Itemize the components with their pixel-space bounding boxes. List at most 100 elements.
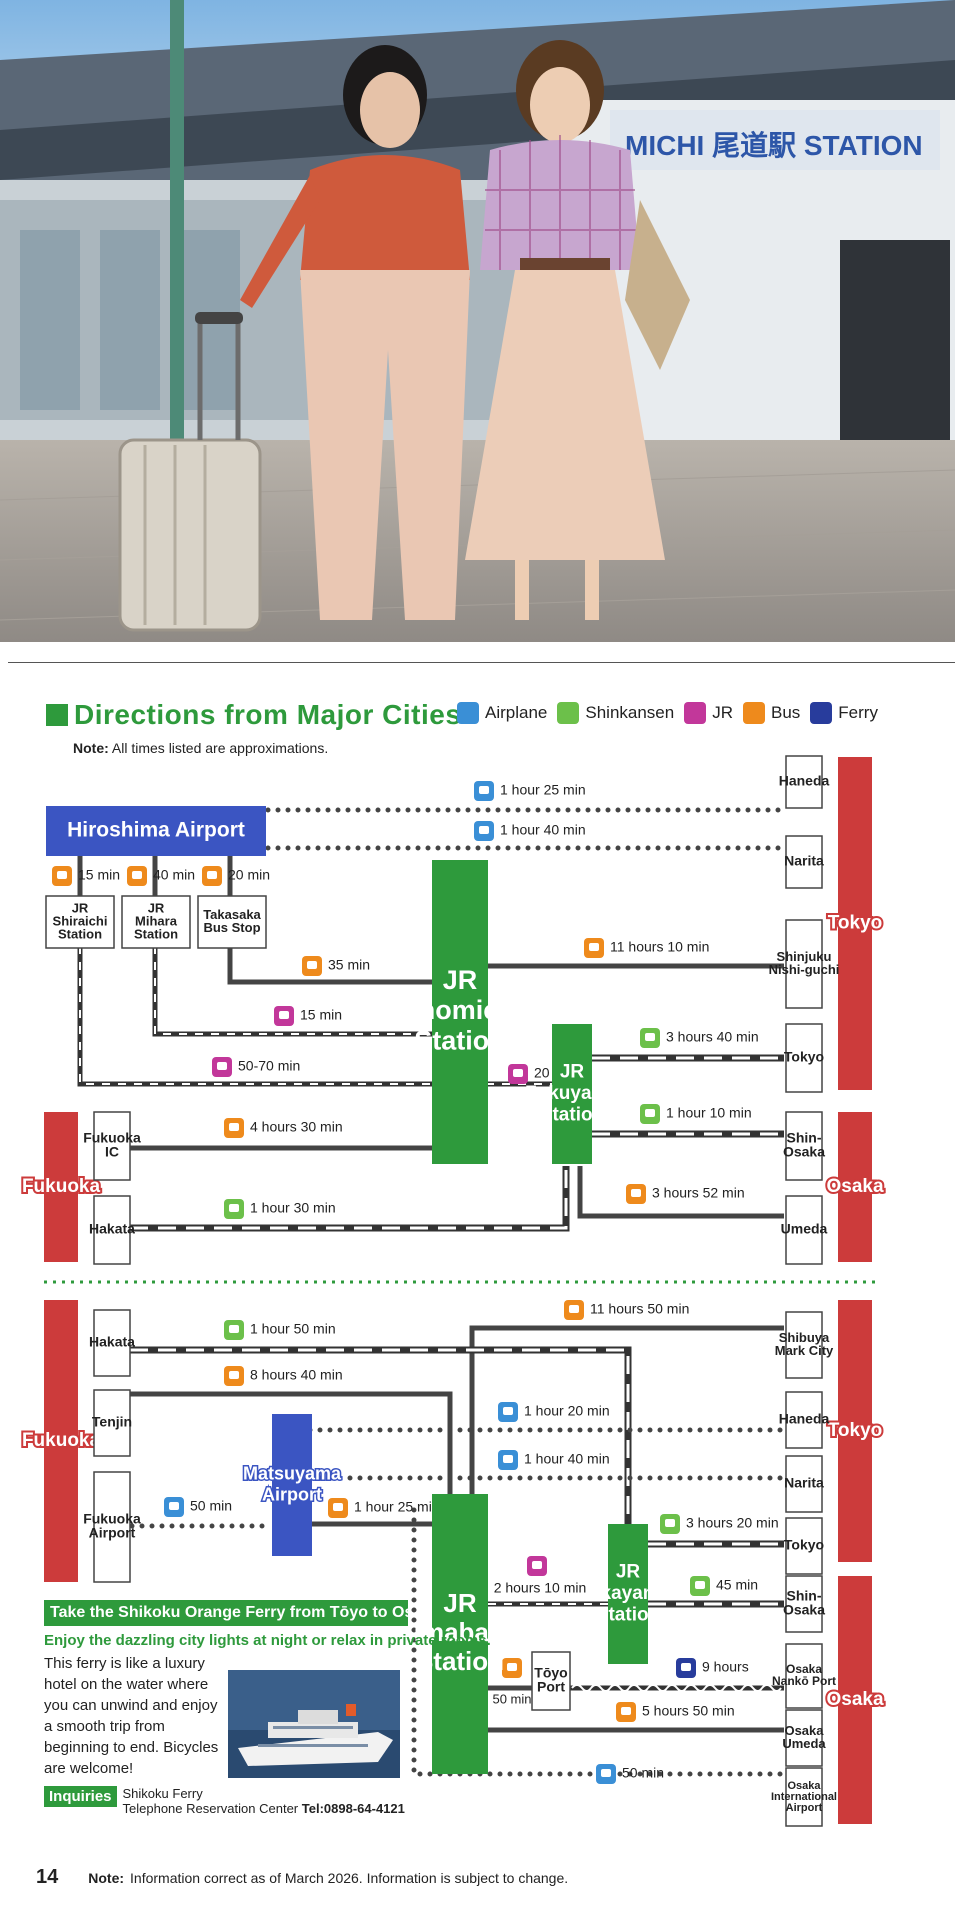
transport-legend: Airplane Shinkansen JR Bus Ferry	[457, 702, 888, 724]
time-haneda-matsuyama: 1 hour 20 min	[524, 1403, 610, 1419]
time-fukuyama-shinosaka: 1 hour 10 min	[666, 1105, 752, 1121]
node-narita-box	[785, 835, 823, 889]
inquiries-tel[interactable]: 0898-64-4121	[323, 1801, 405, 1816]
time-bus-shiraichi: 15 min	[78, 867, 120, 883]
jr-imabari-okayama-icon-glyph	[532, 1561, 542, 1569]
time-fukuoka-matsuyama-icon-glyph	[169, 1502, 179, 1510]
time-tenjin-imabari-icon-glyph	[229, 1371, 239, 1379]
time-haneda-air: 1 hour 25 min	[500, 782, 586, 798]
region-tokyo-lower-bar	[838, 1300, 872, 1562]
matsuyama-airport-box	[272, 1414, 312, 1556]
ferry-wave-8	[723, 1684, 744, 1692]
page-footer: 14 Note:Information correct as of March …	[36, 1866, 569, 1888]
region-tokyo: Tokyo	[828, 913, 883, 934]
inquiries-label: Inquiries	[44, 1786, 117, 1807]
time-imabari-toyo: 50 min	[492, 1691, 531, 1706]
time-mihara-onomichi: 15 min	[300, 1007, 342, 1023]
node-haneda-lower-box	[785, 1391, 823, 1449]
ferry-wave-9	[742, 1684, 763, 1692]
node-osaka-umeda-box	[785, 1709, 823, 1767]
page-number: 14	[36, 1866, 59, 1888]
time-shiraichi-fukuyama-icon-glyph	[217, 1062, 227, 1070]
time-matsuyama-imabari-icon-glyph	[333, 1503, 343, 1511]
time-shiraichi-fukuyama: 50-70 min	[238, 1058, 300, 1074]
ferry-wave-4	[647, 1684, 668, 1692]
section-title: Directions from Major Cities	[74, 699, 462, 730]
legend-item-ferry: Ferry	[810, 702, 878, 724]
time-fukuyama-shinosaka-icon-glyph	[645, 1109, 655, 1117]
route-tenjin-imabari	[130, 1391, 453, 1494]
node-shin-osaka-lower-box	[785, 1575, 823, 1633]
shinkansen-icon	[557, 702, 580, 724]
time-shibuya-imabari: 11 hours 50 min	[590, 1301, 689, 1317]
time-okayama-shinosaka-icon-glyph	[695, 1581, 705, 1589]
time-bus-mihara-icon-glyph	[132, 871, 142, 879]
node-toyo-port-box	[531, 1651, 571, 1711]
route-hakata-fukuyama-dash	[130, 1166, 568, 1230]
approx-note: Note: All times listed are approximation…	[73, 740, 329, 756]
node-haneda: Haneda	[779, 773, 830, 789]
ferry-promo: Take the Shikoku Orange Ferry from Tōyo …	[44, 1600, 491, 1779]
time-fukuyama-tokyo-icon-glyph	[645, 1033, 655, 1041]
time-fukuokaic-onomichi-icon-glyph	[229, 1123, 239, 1131]
time-mihara-onomichi-icon-glyph	[279, 1011, 289, 1019]
region-tokyo-bar	[838, 757, 872, 1090]
time-imabari-umeda-icon-glyph	[621, 1707, 631, 1715]
time-toyo-nanko-icon-glyph	[681, 1663, 691, 1671]
inquiries: Inquiries Shikoku Ferry Telephone Reserv…	[44, 1786, 405, 1816]
airplane-icon	[457, 702, 479, 724]
jr-shiraichi-station-box	[45, 895, 115, 949]
bus-icon	[743, 702, 765, 724]
route-mihara-onomichi-dash	[154, 946, 435, 1035]
node-tokyo: Tokyo	[784, 1049, 824, 1065]
time-narita-matsuyama: 1 hour 40 min	[524, 1451, 610, 1467]
legend-item-shinkansen: Shinkansen	[557, 702, 674, 724]
region-fukuoka: Fukuoka	[22, 1176, 101, 1197]
route-fukuyama-umeda	[577, 1166, 784, 1219]
route-hakata-fukuyama	[130, 1166, 570, 1232]
inquiries-org: Shikoku Ferry	[122, 1786, 203, 1801]
time-bus-takasaka-icon-glyph	[207, 871, 217, 879]
time-fukuokaic-onomichi: 4 hours 30 min	[250, 1119, 343, 1135]
node-haneda-lower: Haneda	[779, 1411, 830, 1427]
node-hakata-lower-box	[93, 1309, 131, 1377]
ferry-description: This ferry is like a luxury hotel on the…	[44, 1655, 219, 1777]
time-takasaka-onomichi-icon-glyph	[307, 961, 317, 969]
legend-item-jr: JR	[684, 702, 733, 724]
region-fukuoka-lower: Fukuoka	[22, 1430, 101, 1451]
time-okayama-shinosaka: 45 min	[716, 1577, 758, 1593]
jr-onomichi-station-box	[432, 860, 488, 1164]
node-shin-osaka-box	[785, 1111, 823, 1181]
route-mihara-onomichi	[152, 946, 435, 1037]
time-bus-mihara: 40 min	[153, 867, 195, 883]
node-haneda-box	[785, 755, 823, 809]
time-okayama-tokyo: 3 hours 20 min	[686, 1515, 779, 1531]
time-okayama-tokyo-icon-glyph	[665, 1519, 675, 1527]
time-imabari-okayama: 2 hours 10 min	[494, 1580, 587, 1596]
node-tokyo-lower: Tokyo	[784, 1537, 824, 1553]
route-takasaka-onomichi	[227, 946, 435, 985]
time-imabari-umeda: 5 hours 50 min	[642, 1703, 735, 1719]
time-narita-air-icon-glyph	[479, 826, 489, 834]
node-tenjin: Tenjin	[92, 1414, 132, 1430]
region-fukuoka-lower-bar	[44, 1300, 78, 1582]
node-shin-osaka-lower: Shin-Osaka	[783, 1588, 825, 1618]
ferry-wave-1	[590, 1684, 611, 1692]
route-hakata-okayama	[130, 1346, 632, 1524]
node-tokyo-lower-box	[785, 1517, 823, 1575]
time-intl-air-icon-glyph	[601, 1769, 611, 1777]
station-sign: MICHI 尾道駅 STATION	[625, 129, 923, 161]
ferry-subheadline: Enjoy the dazzling city lights at night …	[44, 1632, 491, 1649]
legend-item-bus: Bus	[743, 702, 800, 724]
